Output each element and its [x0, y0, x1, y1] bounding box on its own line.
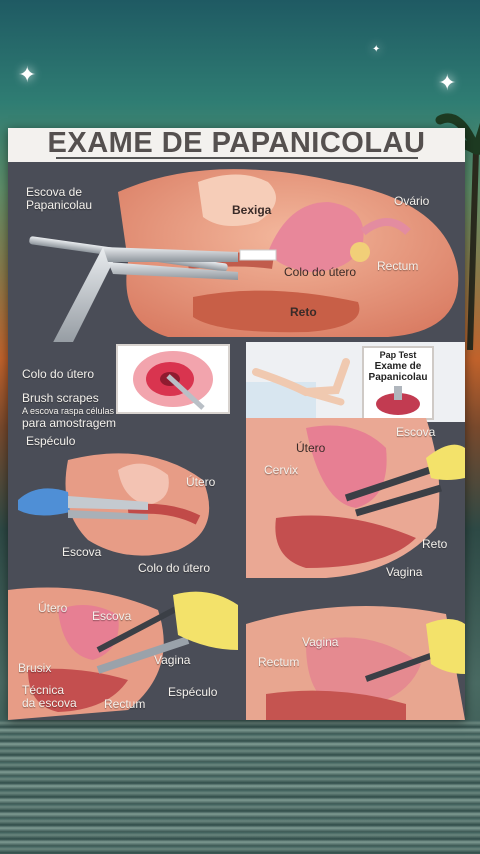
pap-test-image [376, 386, 420, 415]
label-utero: Útero [296, 441, 326, 455]
sea-background [0, 720, 480, 854]
label-escova: Escova [396, 425, 436, 439]
top-diagram: Escova de Papanicolau Bexiga Ovário Colo… [8, 162, 465, 342]
cervix-closeup-frame [116, 344, 230, 414]
pap-test-label: Pap Test [379, 350, 417, 360]
label-utero: Útero [38, 601, 68, 615]
label-colo-utero: Colo do útero [284, 265, 357, 279]
label-rectum: Rectum [258, 655, 300, 669]
label-rectum: Rectum [104, 697, 146, 711]
label-vagina: Vagina [154, 653, 191, 667]
brush-diagram: Útero Escova Cervix Reto Vagina [246, 418, 465, 582]
label-cervix: Cervix [264, 463, 299, 477]
label-ovario: Ovário [394, 194, 430, 208]
vagina-rectum-image [246, 606, 465, 720]
pap-test-papanicolau: Papanicolau [368, 372, 428, 383]
label-brush-scrapes: Brush scrapes [22, 391, 99, 405]
label-escova-raspa: A escova raspa células [22, 406, 115, 416]
pap-test-box: Pap Test Exame de Papanicolau [362, 346, 434, 420]
label-rectum: Rectum [377, 259, 419, 273]
label-para-amostragem: para amostragem [22, 416, 117, 430]
label-especulo: Espéculo [26, 434, 76, 448]
label-colo-utero: Colo do útero [22, 367, 95, 381]
cervix-closeup-panel: Colo do útero Brush scrapes A escova ras… [8, 342, 238, 430]
label-vagina: Vagina [302, 635, 339, 649]
brush-technique-diagram: Útero Escova Vagina Brusix Técnica da es… [8, 580, 238, 720]
pap-test-exame: Exame de [374, 361, 422, 372]
label-brusix: Brusix [18, 661, 52, 675]
label-escova-papanicolau: Escova de Papanicolau [26, 185, 93, 212]
patient-panel: Pap Test Exame de Papanicolau [246, 342, 465, 422]
label-bexiga: Bexiga [232, 203, 272, 217]
poster-title: EXAME DE PAPANICOLAU [8, 128, 465, 162]
sparkle-icon: ✦ [18, 62, 37, 87]
sparkle-icon: ✦ [438, 70, 457, 95]
label-escova: Escova [92, 609, 132, 623]
label-tecnica-escova: Técnica da escova [22, 683, 77, 710]
label-colo-utero: Colo do útero [138, 561, 211, 575]
vagina-rectum-diagram: Vagina Rectum [246, 584, 465, 720]
speculum-diagram: Espéculo Útero Escova Colo do útero [8, 430, 238, 578]
sparkle-icon: ✦ [372, 44, 381, 55]
label-reto: Reto [290, 305, 317, 319]
patient-exam-illustration [246, 358, 350, 422]
label-especulo: Espéculo [168, 685, 218, 699]
speculum-insertion-image [18, 453, 210, 556]
label-reto: Reto [422, 537, 448, 551]
cervix-closeup-image [133, 351, 213, 410]
pelvic-cross-section [29, 169, 459, 342]
label-utero: Útero [186, 475, 216, 489]
title-underline [56, 157, 418, 159]
brush-technique-image [8, 587, 238, 720]
label-vagina: Vagina [386, 565, 423, 579]
pap-smear-poster: EXAME DE PAPANICOLAU [8, 128, 465, 720]
label-escova: Escova [62, 545, 102, 559]
brush-insertion-image [246, 418, 465, 578]
